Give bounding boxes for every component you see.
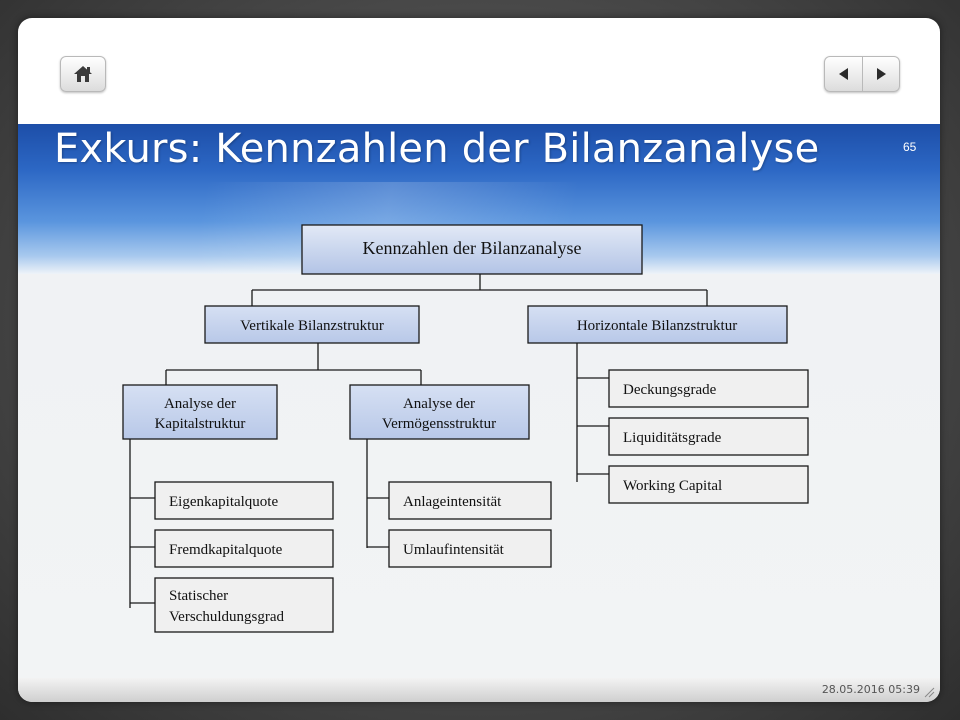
slide-title: Exkurs: Kennzahlen der Bilanzanalyse: [54, 126, 820, 172]
asset-structure-label-line1: Analyse der: [403, 396, 475, 412]
vertical-structure-label: Vertikale Bilanzstruktur: [240, 318, 384, 334]
current-asset-intensity-label: Umlaufintensität: [403, 542, 505, 558]
vertical-structure-node: Vertikale Bilanzstruktur: [204, 305, 420, 344]
static-leverage-label-line2: Verschuldungsgrad: [169, 609, 284, 625]
current-asset-intensity-node: Umlaufintensität: [388, 529, 552, 568]
root-node: Kennzahlen der Bilanzanalyse: [301, 224, 643, 275]
root-node-label: Kennzahlen der Bilanzanalyse: [363, 238, 582, 258]
liquidity-ratios-label: Liquiditätsgrade: [623, 430, 722, 446]
slide: Exkurs: Kennzahlen der Bilanzanalyse 65: [18, 18, 940, 702]
slide-navigation: [824, 56, 900, 92]
footer-bar: [18, 678, 940, 702]
arrow-right-icon: [876, 68, 886, 80]
equity-ratio-node: Eigenkapitalquote: [154, 481, 334, 520]
liquidity-ratios-node: Liquiditätsgrade: [608, 417, 809, 456]
debt-ratio-label: Fremdkapitalquote: [169, 542, 283, 558]
working-capital-node: Working Capital: [608, 465, 809, 504]
slide-date: 28.05.2016 05:39: [821, 683, 920, 696]
fixed-asset-intensity-node: Anlageintensität: [388, 481, 552, 520]
arrow-left-icon: [838, 68, 848, 80]
horizontal-structure-label: Horizontale Bilanzstruktur: [577, 318, 737, 334]
capital-structure-label-line1: Analyse der: [164, 396, 236, 412]
static-leverage-node: Statischer Verschuldungsgrad: [154, 577, 334, 633]
fixed-asset-intensity-label: Anlageintensität: [403, 494, 502, 510]
working-capital-label: Working Capital: [623, 478, 722, 494]
next-slide-button[interactable]: [863, 57, 899, 91]
previous-slide-button[interactable]: [826, 57, 862, 91]
horizontal-structure-node: Horizontale Bilanzstruktur: [527, 305, 788, 344]
divider: [861, 57, 863, 91]
asset-structure-label-line2: Vermögensstruktur: [382, 416, 496, 432]
capital-structure-node: Analyse der Kapitalstruktur: [122, 384, 278, 440]
capital-structure-label-line2: Kapitalstruktur: [155, 416, 246, 432]
resize-grip-icon: [924, 687, 935, 698]
coverage-ratios-label: Deckungsgrade: [623, 382, 717, 398]
asset-structure-node: Analyse der Vermögensstruktur: [349, 384, 530, 440]
debt-ratio-node: Fremdkapitalquote: [154, 529, 334, 568]
ratio-hierarchy-diagram: Kennzahlen der Bilanzanalyse Vertikale B…: [122, 224, 809, 633]
coverage-ratios-node: Deckungsgrade: [608, 369, 809, 408]
page-number: 65: [903, 140, 917, 154]
home-icon: [74, 66, 92, 82]
equity-ratio-label: Eigenkapitalquote: [169, 494, 278, 510]
connector-lines: [129, 274, 708, 608]
static-leverage-label-line1: Statischer: [169, 588, 228, 604]
home-button[interactable]: [60, 56, 106, 92]
